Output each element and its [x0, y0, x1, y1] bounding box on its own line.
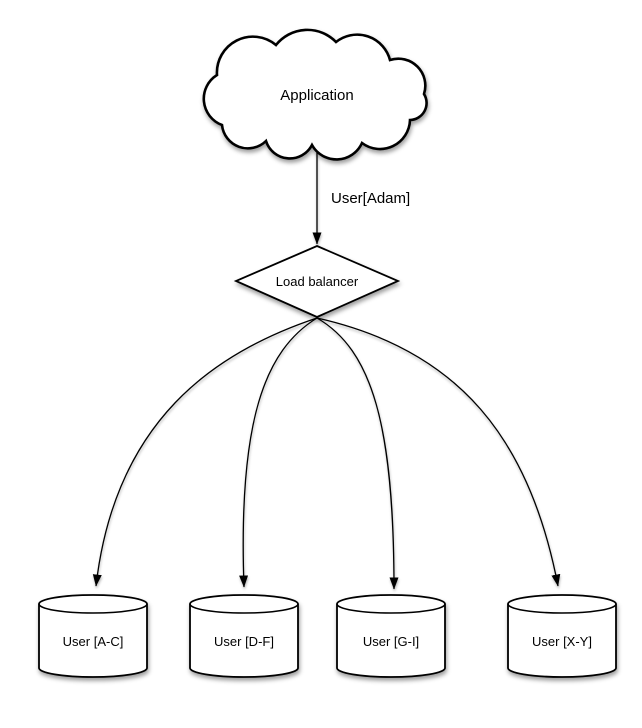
edge-loadbalancer-to-db-4: [316, 317, 561, 587]
db-label-user-a-c: User [A-C]: [63, 634, 124, 649]
load-balancer-label: Load balancer: [276, 274, 359, 289]
edge-loadbalancer-to-db-1: [92, 317, 318, 587]
db-label-user-g-i: User [G-I]: [363, 634, 419, 649]
db-cylinder-shape: [507, 594, 617, 678]
db-cylinder-shape: [38, 594, 148, 678]
db-label-user-d-f: User [D-F]: [214, 634, 274, 649]
db-cylinder-user-g-i: [336, 594, 446, 678]
db-label-user-x-y: User [X-Y]: [532, 634, 592, 649]
db-cylinder-rim: [189, 603, 299, 614]
db-cylinder-user-d-f: [189, 594, 299, 678]
db-cylinder-rim: [507, 603, 617, 614]
labels-group: Application User[Adam] Load balancer Use…: [63, 87, 592, 649]
db-cylinder-shape: [336, 594, 446, 678]
db-cylinder-rim: [336, 603, 446, 614]
edge-loadbalancer-to-db-2: [239, 317, 318, 588]
edge-label-user-adam: User[Adam]: [331, 190, 410, 207]
db-cylinder-shape: [189, 594, 299, 678]
application-cloud: [202, 28, 428, 161]
db-cylinder-user-a-c: [38, 594, 148, 678]
edge-loadbalancer-to-db-3: [316, 317, 399, 590]
db-cylinder-user-x-y: [507, 594, 617, 678]
nodes-group: [38, 28, 617, 678]
application-label: Application: [280, 87, 353, 104]
edges-group: [92, 150, 561, 590]
load-balancer-diamond: [233, 245, 401, 318]
db-cylinder-rim: [38, 603, 148, 614]
